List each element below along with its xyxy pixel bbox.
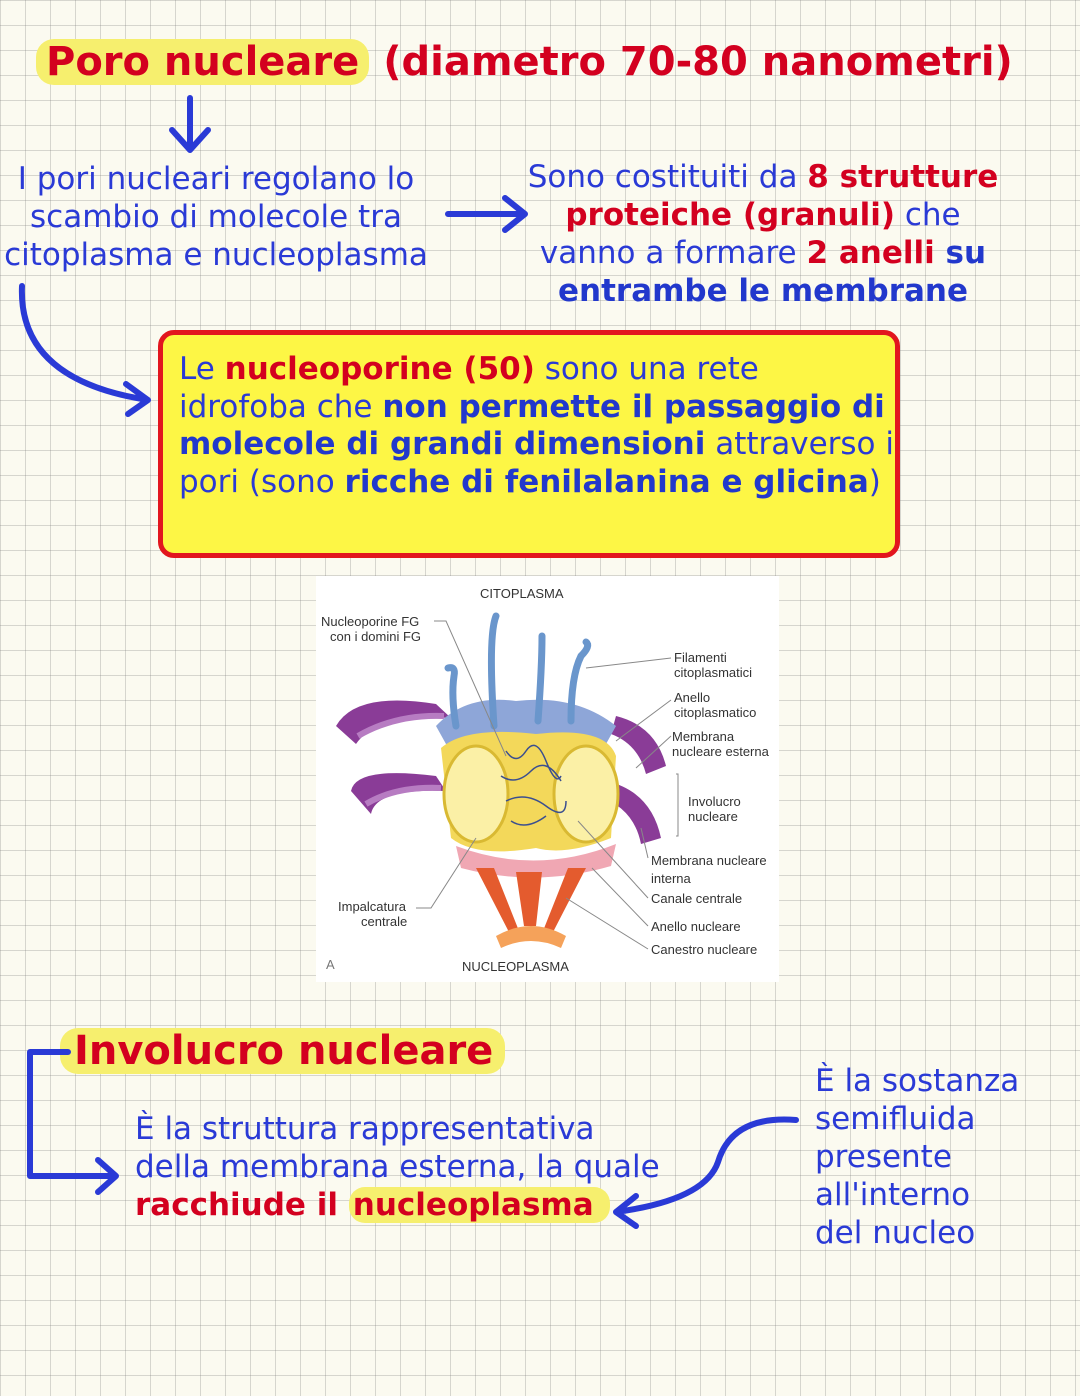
- description-line: È la struttura rappresentativa: [135, 1111, 595, 1147]
- figure-label: con i domini FG: [330, 629, 422, 644]
- title-highlight: Involucro nucleare: [60, 1028, 506, 1074]
- box-text-part: sono una rete idrofoba che: [179, 351, 759, 425]
- box-text-part: attraverso i pori (sono: [179, 426, 894, 500]
- right-note-text: Sono costituiti da: [527, 159, 808, 195]
- title-rest: (diametro 70-80 nanometri): [383, 39, 1013, 85]
- figure-top-label: CITOPLASMA: [480, 586, 564, 601]
- box-emph: nucleoporine (50): [224, 351, 535, 387]
- right-note-strong: su entrambe le membrane: [558, 235, 987, 309]
- figure-label: Membrana: [672, 729, 735, 744]
- figure-label: citoplasmatici: [674, 665, 753, 680]
- nucleoplasma-highlight: nucleoplasma: [348, 1187, 610, 1223]
- nuclear-pore-diagram: CITOPLASMA Nucleoporine FG con i domini …: [316, 576, 779, 982]
- description-line: della membrana esterna, la quale: [135, 1149, 660, 1185]
- figure-label: Anello: [674, 690, 711, 705]
- figure-panel-letter: A: [326, 957, 335, 972]
- left-note-line: I pori nucleari regolano lo: [17, 161, 415, 197]
- definition-line: all'interno: [815, 1177, 971, 1213]
- box-text: Le nucleoporine (50) sono una rete idrof…: [179, 351, 895, 501]
- nucleoplasma-definition: È la sostanza semifluida presente all'in…: [815, 1062, 1055, 1252]
- figure-label: Anello nucleare: [651, 919, 741, 934]
- definition-line: del nucleo: [815, 1215, 976, 1251]
- left-note: I pori nucleari regolano lo scambio di m…: [0, 160, 432, 274]
- box-text-part: ): [868, 463, 881, 500]
- pore-illustration: [336, 612, 679, 950]
- right-note-text: che vanno a formare: [539, 197, 961, 271]
- definition-line: È la sostanza: [815, 1063, 1020, 1099]
- bracket-arrow-icon: [27, 1049, 119, 1195]
- figure-label: interna: [651, 871, 691, 886]
- figure-label: nucleare esterna: [672, 744, 769, 759]
- arrow-right-icon: [445, 195, 528, 233]
- box-text-part: Le: [179, 351, 225, 387]
- description-emph: racchiude il: [135, 1187, 349, 1223]
- figure-label: Canale centrale: [651, 891, 743, 906]
- figure-label: nucleare: [688, 809, 738, 824]
- section-title-poro: Poro nucleare (diametro 70-80 nanometri): [36, 38, 1013, 86]
- figure-label: Filamenti: [674, 650, 727, 665]
- right-note-emph: 8 strutture proteiche (granuli): [565, 159, 999, 233]
- box-strong: ricche di fenilalanina e glicina: [344, 463, 869, 500]
- box-strong: non permette il passaggio di molecole di…: [179, 388, 885, 463]
- left-note-line: citoplasma e nucleoplasma: [4, 237, 428, 273]
- figure-label: Canestro nucleare: [651, 942, 758, 957]
- left-note-line: scambio di molecole tra: [30, 199, 402, 235]
- figure-label: Nucleoporine FG: [321, 614, 420, 629]
- description-line: racchiude il nucleoplasma: [135, 1186, 695, 1224]
- section-title-involucro: Involucro nucleare: [60, 1028, 506, 1074]
- nucleoporine-box: Le nucleoporine (50) sono una rete idrof…: [158, 330, 900, 558]
- figure-label: citoplasmatico: [674, 705, 757, 720]
- curved-arrow-left-icon: [613, 1116, 799, 1229]
- right-note: Sono costituiti da 8 strutture proteiche…: [520, 158, 1006, 310]
- involucro-description: È la struttura rappresentativa della mem…: [135, 1110, 695, 1224]
- definition-line: presente: [815, 1139, 952, 1175]
- arrow-down-icon: [169, 95, 211, 153]
- curved-arrow-icon: [18, 283, 151, 417]
- definition-line: semifluida: [815, 1101, 976, 1137]
- figure-bottom-label: NUCLEOPLASMA: [462, 959, 569, 974]
- title-highlight: Poro nucleare: [36, 39, 370, 85]
- right-note-emph: 2 anelli: [806, 235, 935, 271]
- figure-label: Impalcatura: [338, 899, 406, 914]
- figure-label: Involucro: [688, 794, 741, 809]
- figure-label: Membrana nucleare: [651, 853, 767, 868]
- figure-label: centrale: [361, 914, 408, 929]
